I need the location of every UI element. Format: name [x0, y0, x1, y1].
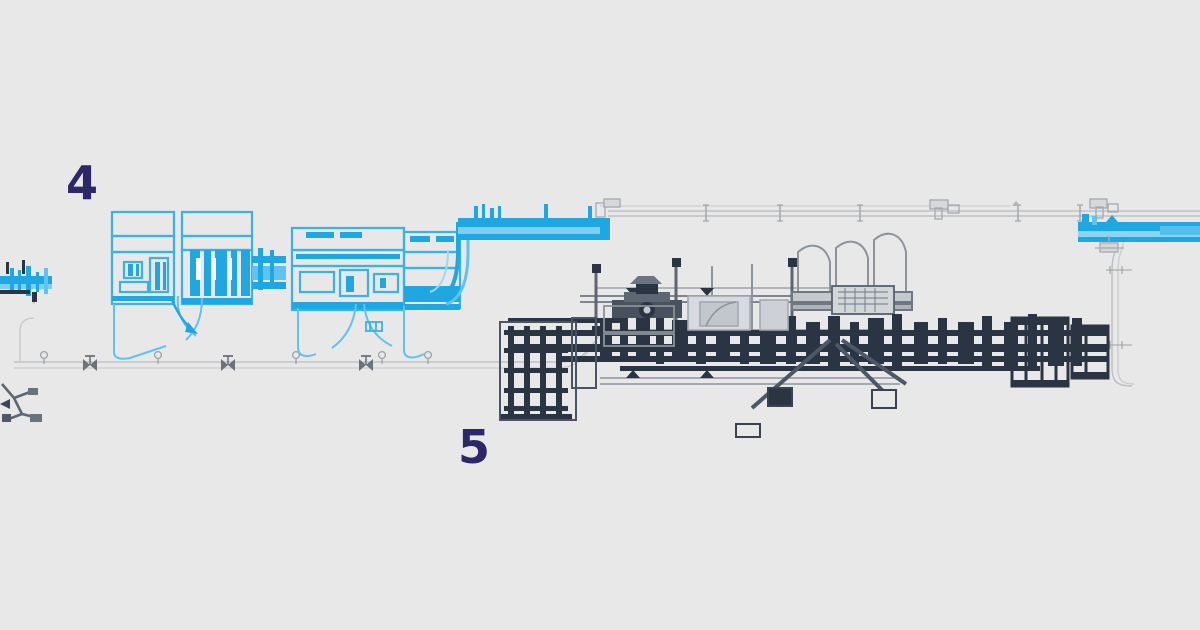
- dark-mid-frame: [603, 305, 675, 347]
- right-conveyor-support: [1095, 236, 1124, 253]
- blue-drive-shaft: [252, 248, 286, 290]
- blue-housing-right-fill: [182, 250, 252, 304]
- overhead-pipe-fittings: [595, 198, 1119, 220]
- blue-machine-block-2-fill: [404, 236, 460, 310]
- blue-housing-right-slots: [196, 258, 232, 280]
- callout-number-5: 5: [458, 420, 490, 474]
- blue-small-fitting: [365, 321, 383, 332]
- right-blue-conveyor: [1078, 214, 1200, 242]
- blue-housing-left: [110, 210, 176, 306]
- blue-machine-block-fill: [292, 232, 404, 309]
- blue-transition-curve: [429, 222, 470, 306]
- dark-turret-head: [612, 276, 682, 318]
- dark-control-panel: [831, 285, 895, 315]
- dark-hood-arcs: [797, 232, 907, 296]
- blue-infeed-cluster: [0, 260, 52, 302]
- blue-housing-left-fill: [112, 262, 174, 301]
- dark-right-block-fill: [1012, 318, 1108, 387]
- dark-back-panels: [687, 295, 789, 331]
- dark-strut-feet: [735, 387, 897, 438]
- blue-machine-assembly: [0, 204, 610, 360]
- dark-left-rack: [500, 326, 572, 420]
- left-valve-cluster: [0, 383, 42, 422]
- dark-support-struts: [750, 338, 908, 410]
- riser-tag-markers: [1106, 266, 1132, 349]
- blue-arrow-marker: [170, 299, 198, 334]
- dark-left-rack-frame: [499, 317, 597, 421]
- blue-machine-legs: [113, 295, 425, 360]
- callout-number-4: 4: [66, 156, 98, 210]
- dark-machine-assembly: [499, 232, 1110, 438]
- blue-discharge-conveyor: [458, 204, 610, 240]
